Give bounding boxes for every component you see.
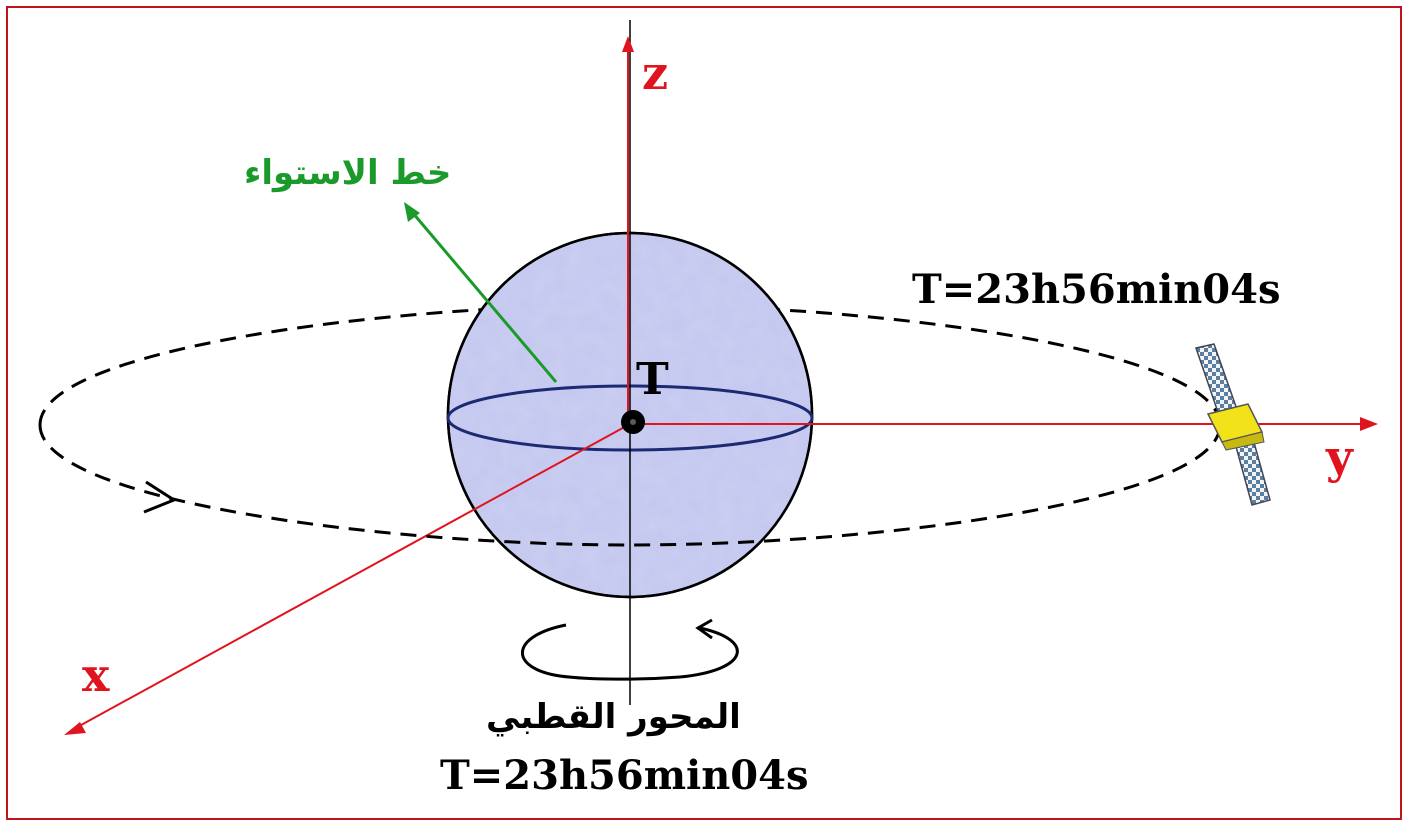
rotation-arrow-right (679, 626, 739, 679)
y-axis-arrowhead (1360, 417, 1378, 431)
polar-axis-label: المحور القطبي (486, 697, 741, 737)
axis-x-label: x (82, 648, 110, 702)
rotation-period-label: T=23h56min04s (440, 752, 809, 799)
orbit-direction-arrow (143, 480, 178, 514)
rotation-arrow-left (521, 623, 681, 681)
axis-z-label: z (642, 46, 669, 100)
center-label: T (636, 354, 669, 405)
equator-label: خط الاستواء (244, 153, 452, 193)
orbit-back (38, 303, 1222, 426)
rotation-arrowhead (695, 618, 713, 640)
satellite-icon (1195, 343, 1271, 506)
z-axis-arrowhead (622, 36, 634, 52)
orbit-period-label: T=23h56min04s (912, 266, 1281, 313)
x-axis-arrowhead (64, 722, 86, 735)
equator-pointer-arrowhead (404, 202, 420, 222)
equator-pointer (410, 211, 558, 383)
orbit-front (38, 424, 1222, 547)
axis-y-label: y (1326, 430, 1353, 484)
x-axis (71, 423, 631, 731)
